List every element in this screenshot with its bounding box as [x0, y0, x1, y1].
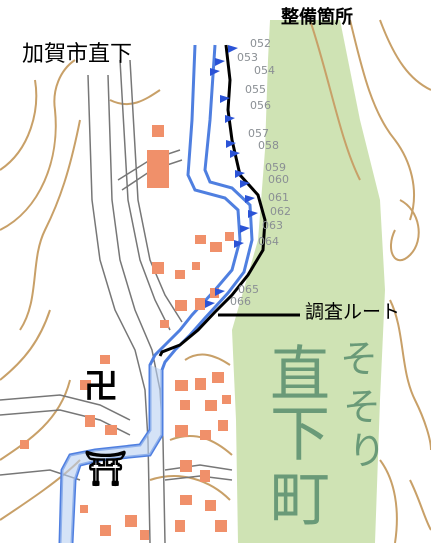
area-name-label: 加賀市直下 [22, 42, 133, 67]
marker-label: 062 [270, 205, 291, 218]
marker-label: 054 [254, 64, 275, 77]
marker-label: 060 [268, 173, 289, 186]
place-name-char: 直 [270, 340, 330, 410]
flag-markers [205, 45, 258, 308]
marker-label: 055 [245, 83, 266, 96]
marker-label: 063 [262, 219, 283, 232]
marker-label: 065 [238, 283, 259, 296]
river [58, 44, 254, 543]
buildings [20, 125, 234, 540]
contour-lines [0, 19, 431, 543]
marker-label: 052 [250, 37, 271, 50]
marker-label: 059 [265, 161, 286, 174]
place-name-2-char: そ [343, 385, 382, 429]
place-name-2-char: そ [340, 337, 379, 381]
marker-label: 066 [230, 295, 251, 308]
marker-label: 053 [237, 51, 258, 64]
marker-label: 058 [258, 139, 279, 152]
route-callout-label: 調査ルート [305, 301, 401, 323]
marker-label: 064 [258, 235, 279, 248]
temple-icon: 卍 [84, 367, 118, 407]
section-label: 整備箇所 [281, 7, 353, 28]
place-name-2-char: り [348, 429, 387, 473]
shrine-icon: ⛩ [84, 449, 128, 489]
place-name-char: 町 [270, 465, 330, 535]
marker-label: 057 [248, 127, 269, 140]
place-name-char: 下 [270, 400, 330, 470]
marker-label: 056 [250, 99, 271, 112]
forest-band [232, 20, 385, 543]
marker-label: 061 [268, 191, 289, 204]
